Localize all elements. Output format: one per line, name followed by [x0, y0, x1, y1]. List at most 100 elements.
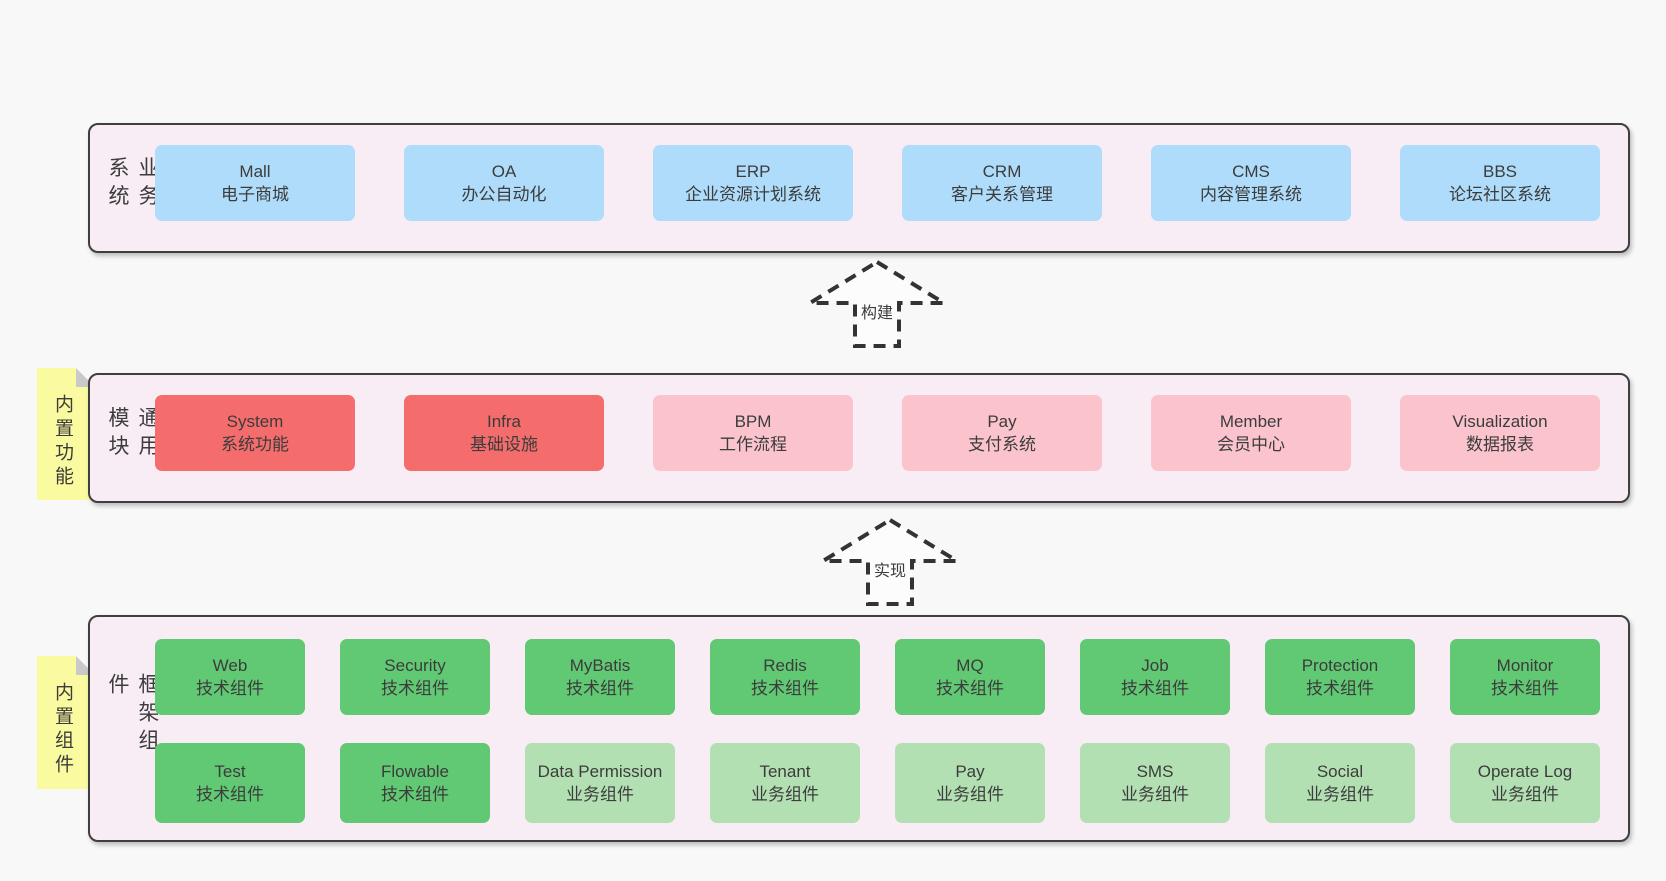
node-title: Pay: [987, 411, 1017, 431]
node-subtitle: 技术组件: [936, 679, 1004, 698]
node-tenant: Tenant 业务组件: [710, 743, 860, 823]
node-title: CMS: [1232, 161, 1270, 181]
node-title: SMS: [1136, 761, 1174, 781]
node-subtitle: 业务组件: [751, 785, 819, 804]
node-pay: Pay 支付系统: [902, 395, 1102, 471]
node-subtitle: 业务组件: [1306, 785, 1374, 804]
node-subtitle: 数据报表: [1466, 435, 1534, 454]
node-title: MQ: [956, 655, 984, 675]
node-subtitle: 技术组件: [566, 679, 634, 698]
node-title: Web: [212, 655, 248, 675]
node-subtitle: 内容管理系统: [1200, 185, 1302, 204]
node-subtitle: 业务组件: [1491, 785, 1559, 804]
node-job: Job 技术组件: [1080, 639, 1230, 715]
node-title: MyBatis: [569, 655, 631, 675]
node-subtitle: 支付系统: [968, 435, 1036, 454]
node-web: Web 技术组件: [155, 639, 305, 715]
node-pay: Pay 业务组件: [895, 743, 1045, 823]
node-title: Test: [214, 761, 246, 781]
node-system: System 系统功能: [155, 395, 355, 471]
node-member: Member 会员中心: [1151, 395, 1351, 471]
node-title: Security: [384, 655, 446, 675]
node-title: Protection: [1301, 655, 1379, 675]
node-title: Tenant: [759, 761, 811, 781]
node-erp: ERP 企业资源计划系统: [653, 145, 853, 221]
band-components-label: 框架组件: [106, 672, 159, 757]
node-subtitle: 技术组件: [1306, 679, 1374, 698]
node-title: OA: [491, 161, 517, 181]
band-modules-label: 通用模块: [106, 406, 159, 463]
builtin-components-label: 内置组件: [52, 682, 74, 778]
node-title: Job: [1141, 655, 1169, 675]
node-mybatis: MyBatis 技术组件: [525, 639, 675, 715]
band-common-modules: 通用模块 System 系统功能 Infra 基础设施 BPM 工作流程 Pay 支付系统 Me…: [88, 373, 1630, 503]
band-business-label: 业务系统: [106, 156, 159, 213]
node-subtitle: 论坛社区系统: [1449, 185, 1551, 204]
node-title: BBS: [1482, 161, 1518, 181]
node-subtitle: 业务组件: [566, 785, 634, 804]
node-security: Security 技术组件: [340, 639, 490, 715]
node-subtitle: 技术组件: [1121, 679, 1189, 698]
implement-arrow-label: 实现: [873, 563, 907, 580]
node-subtitle: 客户关系管理: [951, 185, 1053, 204]
node-subtitle: 基础设施: [470, 435, 538, 454]
node-title: Pay: [955, 761, 985, 781]
build-arrow: 构建: [807, 259, 947, 349]
node-subtitle: 企业资源计划系统: [685, 185, 821, 204]
node-subtitle: 技术组件: [196, 785, 264, 804]
node-title: BPM: [734, 411, 772, 431]
node-title: System: [226, 411, 284, 431]
node-subtitle: 办公自动化: [461, 185, 547, 204]
common-modules-row: System 系统功能 Infra 基础设施 BPM 工作流程 Pay 支付系统 Member 会…: [155, 395, 1600, 471]
node-subtitle: 技术组件: [196, 679, 264, 698]
node-mall: Mall 电子商城: [155, 145, 355, 221]
node-operate-log: Operate Log 业务组件: [1450, 743, 1600, 823]
node-data-permission: Data Permission 业务组件: [525, 743, 675, 823]
node-title: Mall: [239, 161, 271, 181]
builtin-features-sticky: 内置功能: [37, 368, 95, 500]
node-social: Social 业务组件: [1265, 743, 1415, 823]
node-subtitle: 技术组件: [381, 679, 449, 698]
node-cms: CMS 内容管理系统: [1151, 145, 1351, 221]
builtin-components-sticky: 内置组件: [37, 656, 95, 789]
node-title: Infra: [486, 411, 522, 431]
build-arrow-label: 构建: [860, 305, 894, 322]
up-arrow-icon: [820, 517, 960, 606]
node-title: Flowable: [380, 761, 450, 781]
node-flowable: Flowable 技术组件: [340, 743, 490, 823]
node-subtitle: 工作流程: [719, 435, 787, 454]
node-protection: Protection 技术组件: [1265, 639, 1415, 715]
node-bpm: BPM 工作流程: [653, 395, 853, 471]
node-title: Operate Log: [1477, 761, 1573, 781]
node-subtitle: 技术组件: [1491, 679, 1559, 698]
node-subtitle: 电子商城: [221, 185, 289, 204]
node-title: Member: [1219, 411, 1283, 431]
node-title: ERP: [735, 161, 771, 181]
node-test: Test 技术组件: [155, 743, 305, 823]
node-subtitle: 技术组件: [751, 679, 819, 698]
node-subtitle: 系统功能: [221, 435, 289, 454]
node-infra: Infra 基础设施: [404, 395, 604, 471]
implement-arrow: 实现: [820, 517, 960, 607]
node-subtitle: 技术组件: [381, 785, 449, 804]
node-bbs: BBS 论坛社区系统: [1400, 145, 1600, 221]
node-mq: MQ 技术组件: [895, 639, 1045, 715]
node-title: Data Permission: [537, 761, 663, 781]
node-monitor: Monitor 技术组件: [1450, 639, 1600, 715]
node-title: Social: [1316, 761, 1364, 781]
node-subtitle: 会员中心: [1217, 435, 1285, 454]
node-title: Monitor: [1496, 655, 1554, 675]
node-subtitle: 业务组件: [936, 785, 1004, 804]
node-oa: OA 办公自动化: [404, 145, 604, 221]
builtin-features-label: 内置功能: [52, 394, 74, 490]
